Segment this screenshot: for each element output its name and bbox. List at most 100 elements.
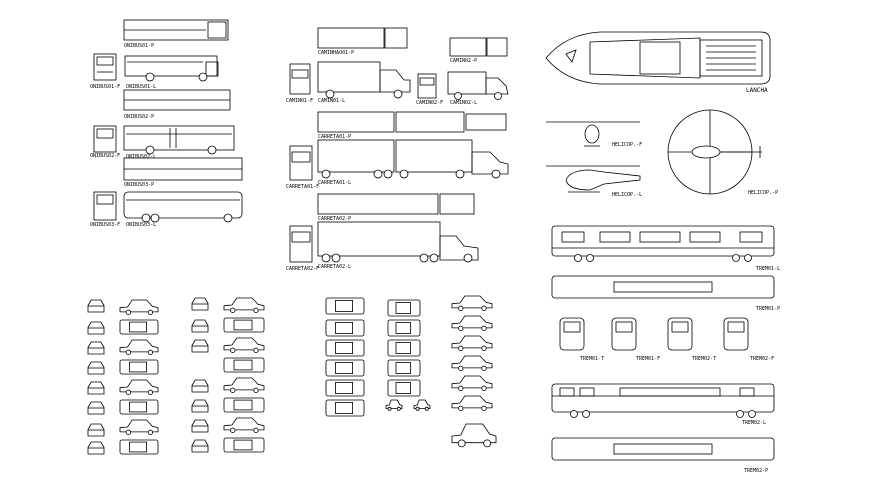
trem01-t-label: TREM01-T — [580, 356, 604, 362]
car-symbol — [191, 399, 209, 413]
semi1-front — [289, 145, 313, 181]
car-symbol — [387, 359, 421, 377]
svg-text:CAMIN02-L: CAMIN02-L — [450, 100, 477, 106]
bus1-front — [93, 53, 117, 81]
bus3-side — [123, 191, 243, 219]
semi2-front — [289, 225, 313, 263]
car-symbol — [191, 339, 209, 353]
trem02-f-front — [723, 317, 749, 351]
boat-lancha: LANCHA — [545, 31, 771, 94]
car-symbol — [385, 399, 403, 411]
trem02-l-label: TREM02-L — [742, 420, 766, 426]
trem01-f-label: TREM01-F — [636, 356, 660, 362]
svg-text:ONIBUS03-P: ONIBUS03-P — [124, 182, 154, 188]
car-symbol — [119, 379, 159, 395]
bus-group: ONIBUS01-P ONIBUS01-F ONIBUS01-L ONIBUS0… — [90, 19, 243, 228]
car-symbol — [87, 299, 105, 313]
semi1-side — [317, 139, 395, 173]
car-symbol — [223, 317, 265, 333]
truck-group: CAMINHAO01-P CAMIN02-P CAMIN01-F CAMIN01… — [286, 27, 509, 272]
svg-text:ONIBUS01-P: ONIBUS01-P — [124, 43, 154, 49]
car-symbol — [325, 297, 365, 315]
trem02-t-label: TREM02-T — [692, 356, 716, 362]
car-symbol — [191, 379, 209, 393]
car-symbol — [119, 299, 159, 315]
svg-text:ONIBUS02-L: ONIBUS02-L — [126, 154, 156, 160]
bus2-side — [123, 125, 235, 151]
car-symbol — [87, 361, 105, 375]
car-symbol — [451, 295, 493, 311]
trem01-p-label: TREM01-P — [756, 306, 780, 312]
car-symbol — [119, 399, 159, 415]
car-symbol — [191, 297, 209, 311]
truck1-plan — [317, 27, 385, 49]
helicop-p-label: HELICOP.-P — [748, 190, 778, 196]
semi2-plan — [317, 193, 439, 215]
trem02-f-label: TREM02-F — [750, 356, 774, 362]
train02-plan — [551, 437, 775, 461]
car-symbol — [87, 321, 105, 335]
car-symbol — [119, 319, 159, 335]
car-symbol — [325, 339, 365, 357]
car-symbol — [413, 399, 431, 411]
semi1-plan — [317, 111, 395, 133]
car-symbol — [387, 339, 421, 357]
svg-text:ONIBUS03-L: ONIBUS03-L — [126, 222, 156, 228]
car-symbol — [451, 423, 497, 448]
svg-text:CAMIN01-F: CAMIN01-F — [286, 98, 313, 104]
lancha-label: LANCHA — [746, 87, 768, 94]
car-symbol — [191, 419, 209, 433]
car-symbol — [191, 319, 209, 333]
svg-text:CAMIN02-F: CAMIN02-F — [416, 100, 443, 106]
truck2-front — [417, 73, 437, 99]
car-symbol — [87, 341, 105, 355]
helicopter-group: HELICOP.-F HELICOP.-L HELICOP.-P — [546, 109, 778, 198]
car-symbol — [119, 359, 159, 375]
car-symbol — [451, 375, 493, 391]
train01-plan — [551, 275, 775, 299]
train02-side — [551, 383, 775, 413]
helicop-f-label: HELICOP.-F — [612, 142, 642, 148]
car-symbol — [87, 381, 105, 395]
car-symbol — [387, 379, 421, 397]
bus1-side — [124, 55, 218, 77]
svg-text:CAMIN02-P: CAMIN02-P — [450, 58, 477, 64]
car-symbol — [223, 437, 265, 453]
car-symbol — [223, 377, 265, 393]
trem02-p-label: TREM02-P — [744, 468, 768, 474]
trem01-l-label: TREM01-L — [756, 266, 780, 272]
truck1-front — [289, 63, 311, 95]
svg-text:CARRETA01-L: CARRETA01-L — [318, 180, 351, 186]
svg-text:CARRETA01-P: CARRETA01-P — [318, 134, 351, 140]
truck2-plan — [449, 37, 487, 57]
svg-text:CARRETA01-F: CARRETA01-F — [286, 184, 319, 190]
svg-text:ONIBUS01-L: ONIBUS01-L — [126, 84, 156, 90]
car-symbol — [223, 357, 265, 373]
car-symbol — [87, 441, 105, 455]
svg-text:CARRETA02-F: CARRETA02-F — [286, 266, 319, 272]
car-symbol — [451, 335, 493, 351]
car-symbol — [87, 423, 105, 437]
svg-text:ONIBUS02-P: ONIBUS02-P — [124, 114, 154, 120]
helicop-l-label: HELICOP.-L — [612, 192, 642, 198]
car-symbol — [325, 359, 365, 377]
svg-text:CAMINHAO01-P: CAMINHAO01-P — [318, 50, 354, 56]
car-symbol — [119, 419, 159, 435]
car-symbol — [451, 315, 493, 331]
car-symbol — [119, 439, 159, 455]
car-blocks — [87, 295, 497, 455]
trem01-t-front — [559, 317, 585, 351]
svg-text:CAMIN01-L: CAMIN01-L — [318, 98, 345, 104]
car-symbol — [325, 319, 365, 337]
car-symbol — [223, 417, 265, 433]
car-symbol — [223, 397, 265, 413]
trem02-t-front — [667, 317, 693, 351]
car-symbol — [325, 399, 365, 417]
svg-text:CARRETA02-L: CARRETA02-L — [318, 264, 351, 270]
bus3-front — [93, 191, 117, 221]
car-symbol — [223, 337, 265, 353]
car-symbol — [87, 401, 105, 415]
car-symbol — [451, 395, 493, 411]
train-fronts: TREM01-T TREM01-F TREM02-T TREM02-F — [559, 317, 774, 362]
